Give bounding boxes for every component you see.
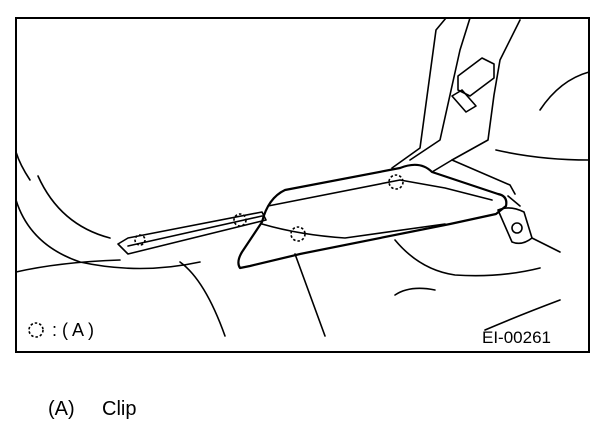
clip-markers — [28, 174, 404, 338]
anchor-bolt — [511, 222, 523, 234]
clip-marker — [388, 174, 404, 190]
pillar-inner-edge — [409, 17, 471, 161]
carpet-line-3 — [394, 239, 541, 277]
legend-label: : ( A ) — [52, 320, 94, 340]
caption-marker: (A) — [48, 398, 75, 420]
trim-panel-lower-edge — [261, 223, 446, 239]
floor-edge — [15, 259, 121, 273]
caption-text: Clip — [102, 398, 136, 420]
clip-marker — [134, 234, 146, 246]
seatbelt-slot — [451, 89, 477, 113]
carpet-line-5 — [484, 299, 561, 331]
sill-inner — [15, 151, 31, 181]
carpet-line-1 — [179, 261, 226, 337]
rear-panel-curve — [539, 71, 590, 111]
floor-curve-outer — [15, 199, 201, 270]
trim-panel — [237, 163, 508, 270]
anchor-edge — [531, 237, 561, 253]
clip-marker — [290, 226, 306, 242]
rear-panel-line — [495, 149, 590, 161]
carpet-line-2 — [294, 253, 326, 337]
figure-code: EI-00261 — [482, 328, 551, 347]
trim-panel-ridge — [267, 179, 493, 207]
carpet-line-4 — [394, 287, 436, 296]
figure-frame — [15, 17, 590, 353]
legend-clip-symbol — [28, 322, 44, 338]
pillar-rear-edge — [431, 19, 521, 173]
seatbelt-guide — [457, 57, 495, 97]
scuff-plate-edge — [127, 215, 263, 247]
anchor-edge-top — [507, 195, 521, 207]
line-art — [15, 17, 590, 337]
pillar-base — [451, 159, 516, 195]
sill-curve — [37, 175, 111, 239]
clip-marker — [233, 213, 247, 227]
pillar-front-edge — [391, 17, 447, 169]
anchor-bracket — [497, 207, 533, 245]
